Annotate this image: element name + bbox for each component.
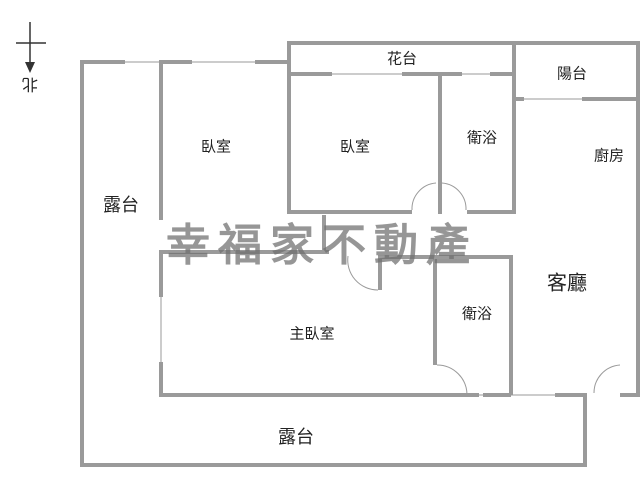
room-label-bathroom-2: 衛浴 — [461, 304, 493, 323]
watermark: 幸福家不動產 — [166, 220, 478, 271]
room-label-bedroom-1: 臥室 — [200, 137, 232, 156]
door-swings — [125, 61, 621, 396]
room-label-living-room: 客廳 — [547, 270, 587, 295]
room-label-balcony: 陽台 — [556, 64, 588, 83]
room-label-terrace-bottom: 露台 — [278, 427, 314, 448]
room-label-bedroom-2: 臥室 — [339, 137, 371, 156]
room-label-master-bedroom: 主臥室 — [289, 324, 335, 343]
walls — [80, 41, 640, 467]
room-label-terrace-left: 露台 — [103, 195, 139, 216]
north-label: 北 — [21, 75, 39, 94]
room-label-bathroom-1: 衛浴 — [466, 128, 498, 147]
room-label-kitchen: 廚房 — [593, 146, 625, 165]
north-arrow-icon — [16, 22, 46, 73]
room-label-flower-bed: 花台 — [386, 49, 418, 68]
